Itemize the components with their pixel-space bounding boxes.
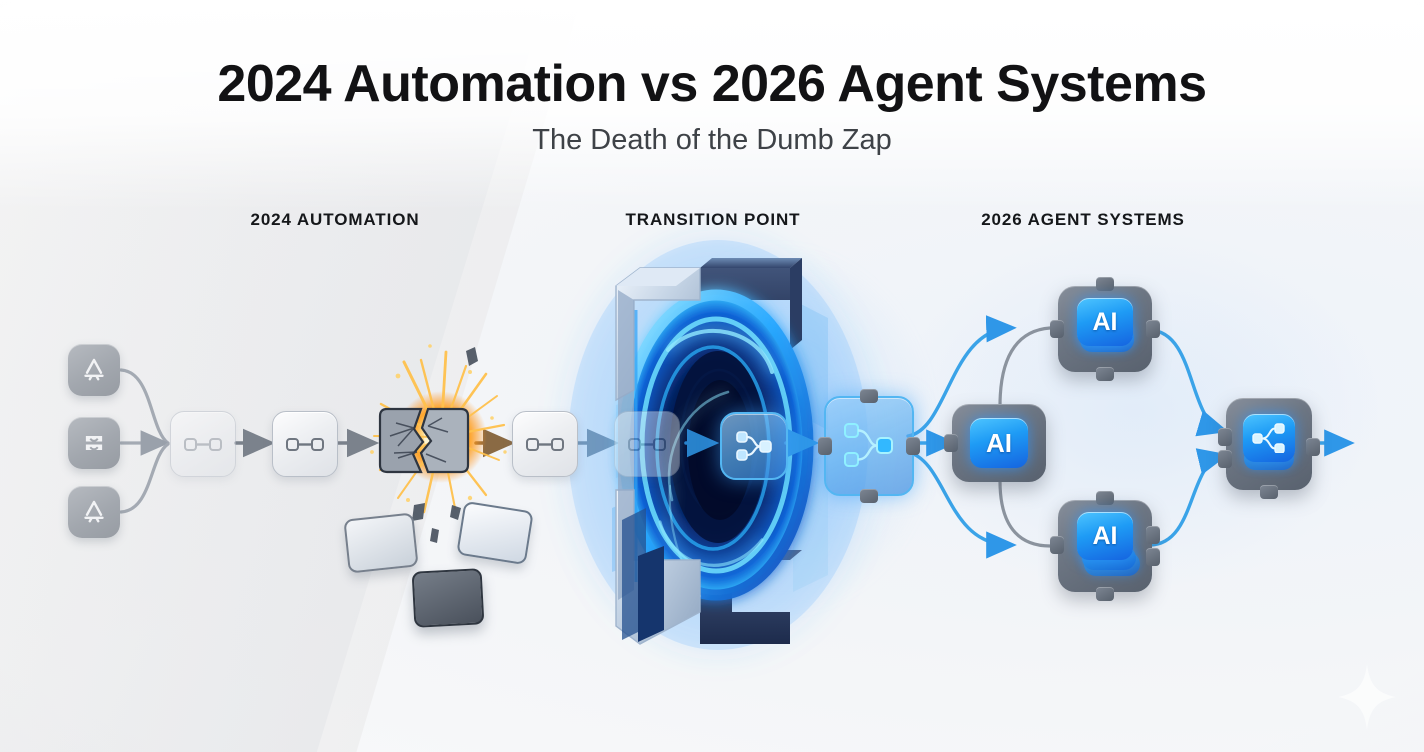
source-app-icon-3[interactable] bbox=[68, 486, 120, 538]
agent-top-label: AI bbox=[1077, 298, 1133, 346]
branch-graph-icon bbox=[844, 423, 893, 467]
node-port-left bbox=[818, 437, 832, 455]
section-label-2026-agent-systems: 2026 AGENT SYSTEMS bbox=[981, 210, 1185, 229]
app-store-icon bbox=[84, 358, 104, 381]
page-title: 2024 Automation vs 2026 Agent Systems bbox=[217, 55, 1207, 113]
shattered-node-icon bbox=[378, 407, 470, 474]
connector-apps-to-node bbox=[119, 368, 170, 514]
share-branch-icon bbox=[1252, 423, 1285, 453]
debris-block-2 bbox=[456, 500, 534, 566]
node-port-bottom bbox=[1096, 367, 1114, 381]
app-store-icon bbox=[84, 500, 104, 523]
node-port-left bbox=[1218, 428, 1232, 446]
connector-agent-network bbox=[906, 315, 1355, 559]
portal-exit-node[interactable] bbox=[818, 389, 920, 503]
link-nodes-icon bbox=[184, 438, 222, 451]
output-node[interactable] bbox=[1218, 398, 1320, 499]
node-port-top bbox=[1096, 277, 1114, 291]
node-port-right bbox=[1146, 526, 1160, 544]
node-port-right bbox=[906, 437, 920, 455]
link-nodes-icon bbox=[526, 438, 564, 451]
output-tile bbox=[1243, 414, 1295, 462]
debris-block-3 bbox=[411, 568, 485, 628]
node-port-right bbox=[1146, 320, 1160, 338]
branch-graph-icon bbox=[736, 431, 772, 461]
node-port-left bbox=[1050, 320, 1064, 338]
section-label-transition-point: TRANSITION POINT bbox=[625, 210, 801, 229]
portal-emerging-node[interactable] bbox=[720, 412, 788, 480]
link-nodes-icon bbox=[628, 438, 666, 451]
agent-node-center[interactable]: AI bbox=[944, 404, 1046, 482]
background-top-fade bbox=[0, 0, 1424, 210]
agent-center-label: AI bbox=[970, 418, 1028, 468]
node-port-left bbox=[944, 434, 958, 452]
node-port-bottom bbox=[1096, 587, 1114, 601]
sparkle-star-icon bbox=[1336, 662, 1398, 737]
legacy-node-1[interactable] bbox=[170, 411, 236, 477]
node-port-top bbox=[1096, 491, 1114, 505]
source-app-icon-1[interactable] bbox=[68, 344, 120, 396]
database-icon bbox=[85, 436, 103, 451]
legacy-node-entering-portal[interactable] bbox=[614, 411, 680, 477]
connector-center-agent-links bbox=[998, 326, 1052, 548]
node-shards bbox=[412, 347, 478, 543]
node-port-right bbox=[1306, 438, 1320, 456]
legacy-node-2[interactable] bbox=[272, 411, 338, 477]
link-nodes-icon bbox=[286, 438, 324, 451]
node-port-left bbox=[1050, 536, 1064, 554]
legacy-node-3[interactable] bbox=[512, 411, 578, 477]
agent-bottom-label: AI bbox=[1077, 512, 1133, 560]
broken-node[interactable] bbox=[376, 406, 472, 480]
debris-block-1 bbox=[343, 512, 419, 574]
node-port-left-2 bbox=[1218, 450, 1232, 468]
node-port-right-2 bbox=[1146, 548, 1160, 566]
section-label-2024-automation: 2024 AUTOMATION bbox=[250, 210, 420, 229]
node-port-top bbox=[860, 389, 878, 403]
agent-node-bottom[interactable]: AI bbox=[1050, 491, 1160, 601]
node-port-bottom bbox=[1260, 485, 1278, 499]
page-subtitle: The Death of the Dumb Zap bbox=[532, 124, 892, 156]
agent-node-top[interactable]: AI bbox=[1050, 277, 1160, 381]
source-app-icon-2[interactable] bbox=[68, 417, 120, 469]
node-port-bottom bbox=[860, 489, 878, 503]
